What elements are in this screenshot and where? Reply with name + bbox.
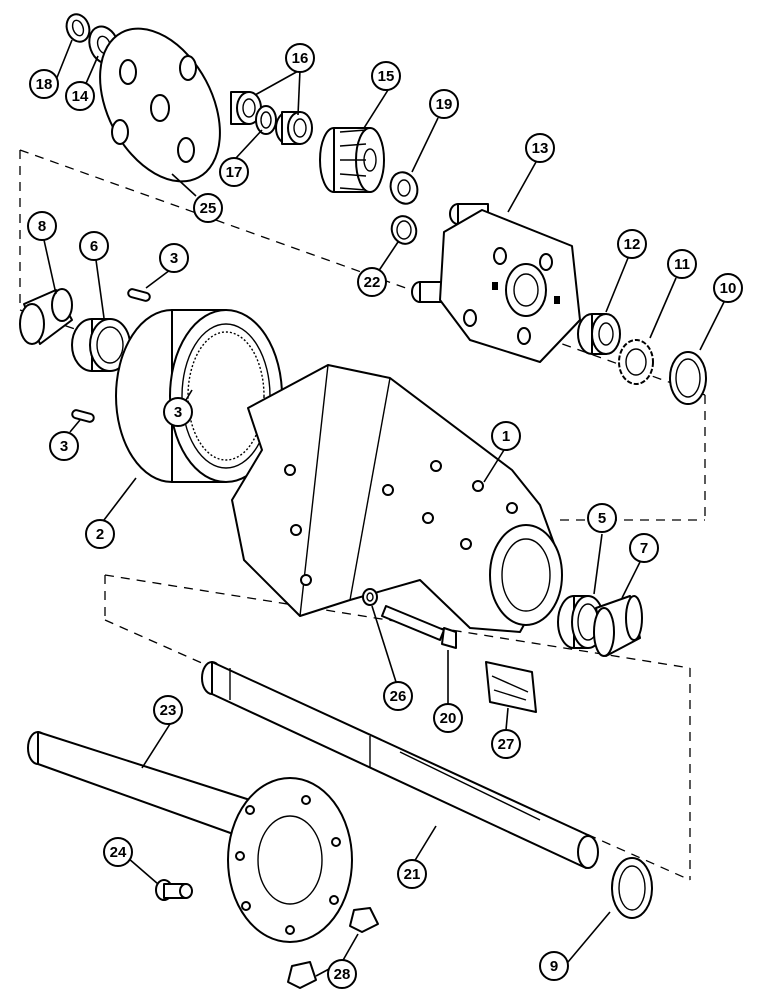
callout-20-number: 20 [440, 710, 457, 727]
callout-17-number: 17 [226, 164, 243, 181]
callout-12-number: 12 [624, 236, 641, 253]
callout-27: 27 [491, 729, 521, 759]
callout-14: 14 [65, 81, 95, 111]
part-axle-housing-1 [231, 364, 563, 633]
callout-6-number: 6 [90, 238, 98, 255]
part-planet-carrier-13 [411, 203, 581, 363]
callout-11: 11 [667, 249, 697, 279]
callout-21: 21 [397, 859, 427, 889]
callout-9-number: 9 [550, 958, 558, 975]
callout-16-number: 16 [292, 50, 309, 67]
part-wheel-nut-28 [287, 907, 379, 989]
part-seal-10 [669, 351, 707, 405]
callout-3a: 3 [159, 243, 189, 273]
callout-10: 10 [713, 273, 743, 303]
callout-15: 15 [371, 61, 401, 91]
callout-2-number: 2 [96, 526, 104, 543]
part-bearing-cup-6 [71, 318, 131, 372]
callout-5: 5 [587, 503, 617, 533]
callout-20: 20 [433, 703, 463, 733]
callout-24: 24 [103, 837, 133, 867]
part-pad-27 [485, 661, 537, 713]
callout-6: 6 [79, 231, 109, 261]
callout-7-number: 7 [640, 540, 648, 557]
callout-22: 22 [357, 267, 387, 297]
callout-24-number: 24 [110, 844, 127, 861]
callout-18-number: 18 [36, 76, 53, 93]
callout-22-number: 22 [364, 274, 381, 291]
callout-3b-number: 3 [174, 404, 182, 421]
callout-7: 7 [629, 533, 659, 563]
part-washer-18 [65, 13, 91, 43]
part-planet-gear-15 [319, 127, 385, 193]
callout-10-number: 10 [720, 280, 737, 297]
callout-28-number: 28 [334, 966, 351, 983]
callout-9: 9 [539, 951, 569, 981]
callout-1-number: 1 [502, 428, 510, 445]
part-snap-ring-22 [390, 215, 418, 245]
callout-8-number: 8 [38, 218, 46, 235]
callout-25-number: 25 [200, 200, 217, 217]
callout-19: 19 [429, 89, 459, 119]
callout-12: 12 [617, 229, 647, 259]
part-carrier-plate-25 [99, 27, 221, 183]
callout-13: 13 [525, 133, 555, 163]
callout-3b: 3 [163, 397, 193, 427]
callout-2: 2 [85, 519, 115, 549]
callout-3a-number: 3 [170, 250, 178, 267]
callout-14-number: 14 [72, 88, 89, 105]
callout-23-number: 23 [160, 702, 177, 719]
callout-8: 8 [27, 211, 57, 241]
callout-26: 26 [383, 681, 413, 711]
part-washer-26 [362, 588, 378, 606]
callout-15-number: 15 [378, 68, 395, 85]
callout-16: 16 [285, 43, 315, 73]
callout-11-number: 11 [674, 256, 690, 273]
part-axle-shaft-21 [201, 661, 599, 869]
part-bearing-cone-8 [19, 288, 73, 345]
part-bolt-20 [381, 605, 457, 649]
callout-17: 17 [219, 157, 249, 187]
part-flanged-shaft-23 [27, 731, 353, 943]
callout-26-number: 26 [390, 688, 407, 705]
leader-lines [43, 39, 725, 977]
callout-3c: 3 [49, 431, 79, 461]
callout-23: 23 [153, 695, 183, 725]
callout-3c-number: 3 [60, 438, 68, 455]
callout-18: 18 [29, 69, 59, 99]
part-ring-gear-2 [115, 309, 283, 483]
part-seal-9 [611, 857, 653, 919]
callout-27-number: 27 [498, 736, 515, 753]
part-spacer-17 [255, 105, 277, 135]
part-stud-24 [155, 879, 193, 901]
callout-21-number: 21 [404, 866, 421, 883]
callout-13-number: 13 [532, 140, 549, 157]
callout-5-number: 5 [598, 510, 606, 527]
part-lock-washer-11 [618, 339, 654, 385]
callout-28: 28 [327, 959, 357, 989]
part-washer-19 [389, 171, 419, 205]
callout-19-number: 19 [436, 96, 453, 113]
part-bearing-cup-12 [577, 313, 621, 355]
callout-25: 25 [193, 193, 223, 223]
part-bearing-cone-7 [593, 595, 643, 657]
callout-1: 1 [491, 421, 521, 451]
